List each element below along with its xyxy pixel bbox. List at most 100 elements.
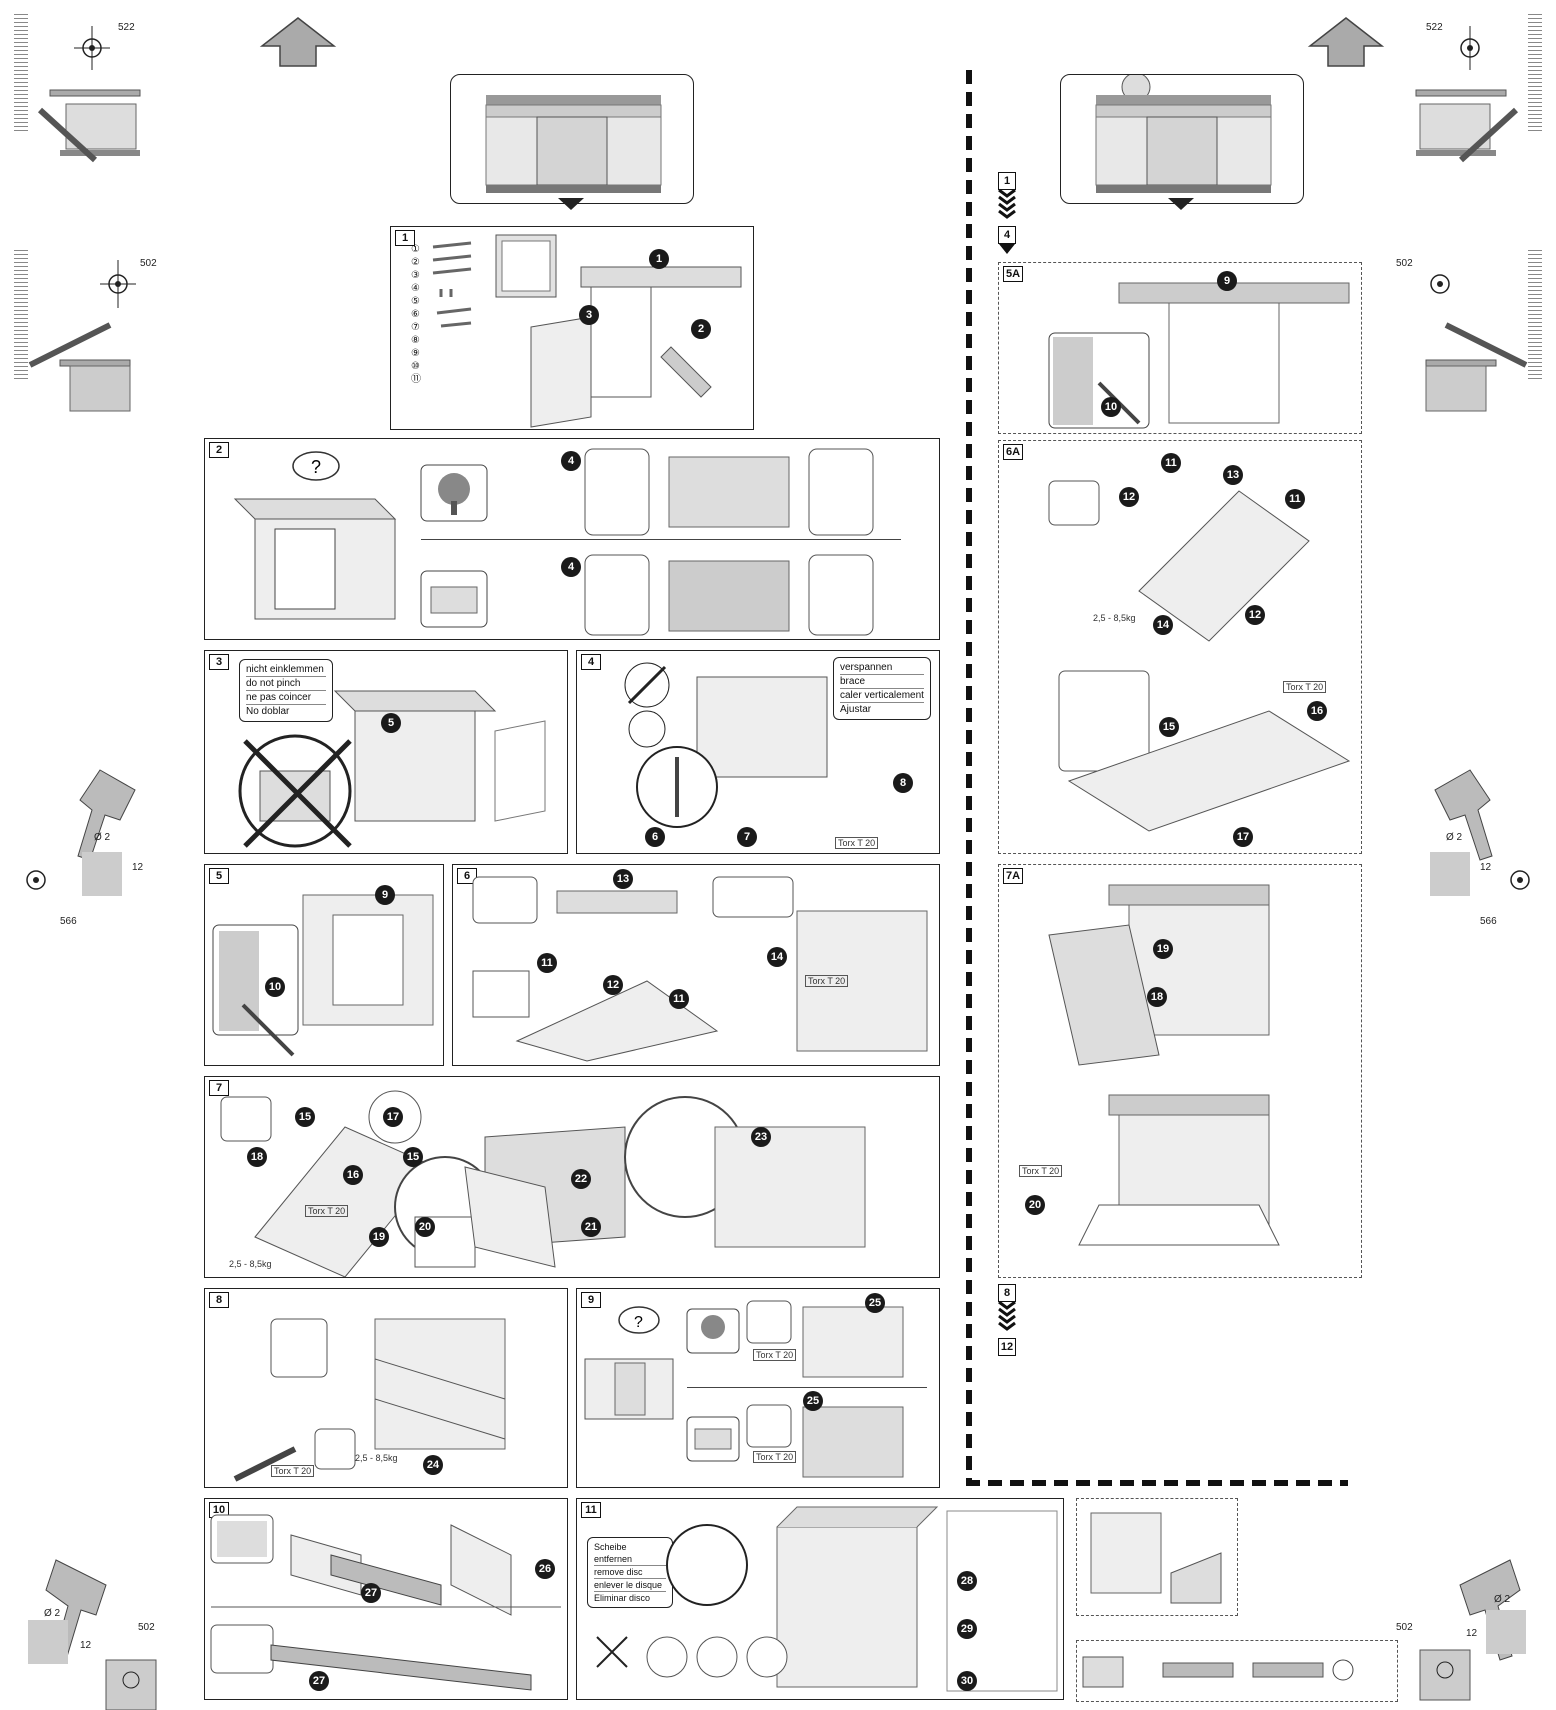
step-6a-callout-11b: 11 bbox=[1285, 489, 1305, 509]
top-left-dim: 522 bbox=[118, 22, 135, 33]
step-4-callout-8: 8 bbox=[893, 773, 913, 793]
left-overview-down-arrow-icon bbox=[558, 198, 584, 210]
step-8-number: 8 bbox=[209, 1292, 229, 1308]
part-8: ⑧ bbox=[411, 335, 420, 346]
right-up-arrow-icon bbox=[1307, 17, 1385, 67]
step-7-callout-18: 18 bbox=[247, 1147, 267, 1167]
step-11-note-de: Scheibe entfernen bbox=[594, 1541, 666, 1566]
step-11-callout-29: 29 bbox=[957, 1619, 977, 1639]
svg-text:?: ? bbox=[311, 457, 321, 477]
step-7a-number: 7A bbox=[1003, 868, 1024, 884]
step-10-plinth-graphic bbox=[210, 1514, 561, 1691]
step-6-number: 6 bbox=[457, 868, 477, 884]
step-6-callout-12: 12 bbox=[603, 975, 623, 995]
step-2-callout-4b: 4 bbox=[561, 557, 581, 577]
left-target-icon-2 bbox=[100, 260, 136, 308]
step-4-number: 4 bbox=[581, 654, 601, 670]
step-7-callout-15b: 15 bbox=[403, 1147, 423, 1167]
step-9-wood-icon bbox=[686, 1308, 740, 1354]
step-5a-panel: 5A 9 10 bbox=[998, 262, 1362, 434]
step-6-torx-label: Torx T 20 bbox=[805, 975, 849, 987]
right-overview-down-arrow-icon bbox=[1168, 198, 1194, 210]
step-7a-callout-20: 20 bbox=[1025, 1195, 1045, 1215]
step-7-torx-label: Torx T 20 bbox=[305, 1205, 349, 1217]
right-drill-hole-block bbox=[1430, 852, 1470, 896]
step-5-callout-10: 10 bbox=[265, 977, 285, 997]
left-target-icon-3 bbox=[26, 870, 46, 890]
step-2-callout-4a: 4 bbox=[561, 451, 581, 471]
step-5a-marking-graphic bbox=[1048, 282, 1350, 429]
step-4-callout-7: 7 bbox=[737, 827, 757, 847]
right-target-icon-2 bbox=[1430, 274, 1450, 294]
step-7-callout-17: 17 bbox=[383, 1107, 403, 1127]
step-9-torx-label-1: Torx T 20 bbox=[753, 1349, 797, 1361]
drill-left-dim: 566 bbox=[60, 916, 77, 927]
left-drill-hole-block bbox=[82, 852, 122, 896]
step-9-stone-icon bbox=[686, 1416, 740, 1462]
part-1: ① bbox=[411, 244, 420, 255]
right-cabinet-pencil-icon-2 bbox=[1425, 322, 1528, 412]
step-1-panel: 1 ① ② ③ ④ ⑤ ⑥ ⑦ ⑧ ⑨ ⑩ ⑪ 1 2 3 bbox=[390, 226, 754, 430]
step-11-note-fr: enlever le disque bbox=[594, 1579, 666, 1592]
step-5-marking-graphic bbox=[212, 894, 434, 1057]
step-7-callout-23: 23 bbox=[751, 1127, 771, 1147]
step-6a-number: 6A bbox=[1003, 444, 1024, 460]
step-11-disc-note: Scheibe entfernen remove disc enlever le… bbox=[587, 1537, 673, 1608]
step-6-callout-11b: 11 bbox=[669, 989, 689, 1009]
step-11-callout-30: 30 bbox=[957, 1671, 977, 1691]
step-1-number: 1 bbox=[395, 230, 415, 246]
step-7-panel: 7 15 18 16 15 17 20 19 22 21 23 2,5 - 8,… bbox=[204, 1076, 940, 1278]
step-6-panel: 6 13 11 12 11 14 Torx T 20 bbox=[452, 864, 940, 1066]
step-6a-callout-12b: 12 bbox=[1245, 605, 1265, 625]
step-9-callout-25b: 25 bbox=[803, 1391, 823, 1411]
left-cabinet-pencil-icon-1 bbox=[37, 89, 141, 163]
step-4-brace-note: verspannen brace caler verticalement Aju… bbox=[833, 657, 931, 720]
step-3-pinch-warning-graphic bbox=[238, 734, 352, 848]
step-6-panel-graphic bbox=[472, 876, 928, 1062]
step-4-note-fr: caler verticalement bbox=[840, 690, 924, 703]
step-7-callout-19: 19 bbox=[369, 1227, 389, 1247]
parts-list: ① ② ③ ④ ⑤ ⑥ ⑦ ⑧ ⑨ ⑩ ⑪ bbox=[411, 243, 477, 386]
step-10-panel: 10 27 26 27 bbox=[204, 1498, 568, 1700]
step-1-callout-1: 1 bbox=[649, 249, 669, 269]
right-drill-icon bbox=[1434, 769, 1493, 861]
step-6-callout-14: 14 bbox=[767, 947, 787, 967]
left-target-icon-1 bbox=[74, 26, 110, 70]
step-8-panel: 8 24 2,5 - 8,5kg Torx T 20 bbox=[204, 1288, 568, 1488]
step-9-callout-25a: 25 bbox=[865, 1293, 885, 1313]
step-6a-callout-15: 15 bbox=[1159, 717, 1179, 737]
step-9-cabinet-graphic bbox=[584, 1358, 674, 1420]
horizontal-divider bbox=[966, 1480, 1348, 1486]
step-7-callout-21: 21 bbox=[581, 1217, 601, 1237]
flow-end-top: 4 bbox=[998, 226, 1016, 244]
step-9-separator bbox=[687, 1387, 927, 1388]
step-2-bracket-graphics bbox=[584, 448, 874, 636]
step-3-note-de: nicht einklemmen bbox=[246, 663, 326, 677]
step-4-panel: 4 verspannen brace caler verticalement A… bbox=[576, 650, 940, 854]
step-5-panel: 5 9 10 bbox=[204, 864, 444, 1066]
flow-chevrons-icon-top bbox=[998, 188, 1016, 219]
part-4: ④ bbox=[411, 283, 420, 294]
step-11-note-es: Eliminar disco bbox=[594, 1593, 651, 1603]
bottom-left-dim: 502 bbox=[138, 1622, 155, 1633]
bottom-left-diameter: Ø 2 bbox=[44, 1608, 61, 1619]
step-1-install-graphic bbox=[530, 266, 742, 428]
step-2-number: 2 bbox=[209, 442, 229, 458]
vertical-divider bbox=[966, 70, 972, 1486]
step-4-height-adjust-graphic bbox=[624, 662, 828, 828]
step-2-separator bbox=[421, 539, 901, 540]
step-5-number: 5 bbox=[209, 868, 229, 884]
step-3-note-en: do not pinch bbox=[246, 677, 326, 691]
right-ruler-top bbox=[1528, 14, 1542, 134]
connection-detail-panel bbox=[1076, 1498, 1238, 1616]
step-3-callout-5: 5 bbox=[381, 713, 401, 733]
step-4-note-es: Ajustar bbox=[840, 704, 872, 715]
step-3-panel: 3 nicht einklemmen do not pinch ne pas c… bbox=[204, 650, 568, 854]
step-7a-door-graphic bbox=[1048, 884, 1280, 1246]
step-6-callout-13: 13 bbox=[613, 869, 633, 889]
step-6a-callout-13: 13 bbox=[1223, 465, 1243, 485]
drill-left-depth: 12 bbox=[132, 862, 144, 873]
step-7-callout-22: 22 bbox=[571, 1169, 591, 1189]
step-4-callout-6: 6 bbox=[645, 827, 665, 847]
step-6a-panel: 6A 11 13 12 11 14 12 15 16 17 2,5 - 8,5k… bbox=[998, 440, 1362, 854]
